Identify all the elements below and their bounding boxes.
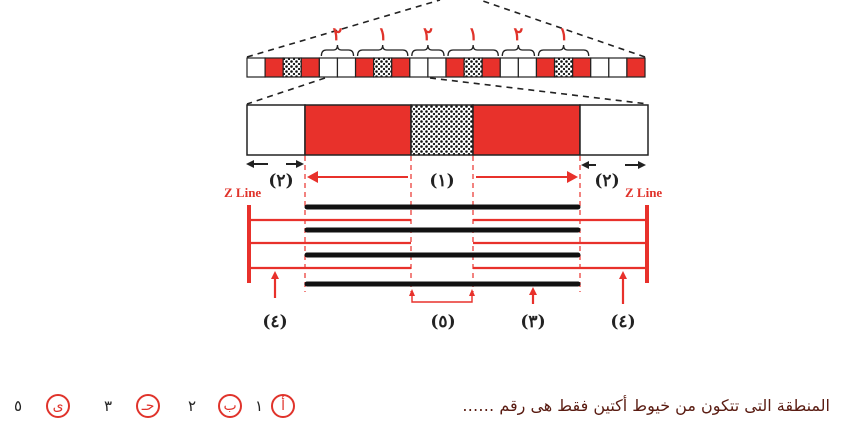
option-d[interactable]: ى ٥ (14, 394, 71, 418)
option-b[interactable]: ب ٢ (188, 394, 243, 418)
strip-brace (356, 44, 409, 57)
strip-brace-label: ١ (468, 24, 478, 45)
myofibril-strip (246, 57, 646, 78)
option-c-value: ٣ (104, 397, 113, 415)
a-band-right (472, 104, 581, 156)
strip-brace-label: ١ (558, 24, 569, 45)
strip-cell-white (590, 57, 610, 78)
strip-brace (411, 44, 445, 57)
i-band-left (246, 104, 306, 156)
strip-cell-red (572, 57, 592, 78)
label-thick-filament: (٣) (520, 312, 546, 332)
strip-cell-red (354, 57, 375, 78)
pointer-arrows (271, 271, 627, 304)
label-i-band-left: (٢) (268, 171, 294, 191)
strip-brace-label: ٢ (332, 24, 343, 45)
strip-cell-white (608, 57, 628, 78)
sarcomere-bar (246, 104, 649, 156)
option-c-letter: حـ (136, 394, 161, 418)
z-line-right-label: Z Line (625, 185, 663, 200)
strip-cell-red (264, 57, 284, 78)
strip-braces (320, 44, 590, 57)
strip-cell-red (535, 57, 556, 78)
strip-brace (447, 44, 499, 57)
option-b-letter: ب (218, 394, 243, 418)
strip-cell-white (246, 57, 266, 78)
strip-cell-dotted (373, 57, 393, 78)
strip-cell-red (300, 57, 320, 78)
strip-cell-dotted (553, 57, 574, 78)
h-zone (410, 104, 474, 156)
strip-cell-white (409, 57, 429, 78)
strip-brace (537, 44, 590, 57)
strip-cell-white (499, 57, 519, 78)
strip-brace-label: ٢ (423, 24, 433, 45)
strip-brace (320, 44, 355, 57)
option-c[interactable]: حـ ٣ (104, 394, 161, 418)
question-text: المنطقة التى تتكون من خيوط أكتين فقط هى … (462, 396, 830, 415)
z-line-left-label: Z Line (224, 185, 262, 200)
a-band-left (304, 104, 412, 156)
option-a-letter: أ (271, 394, 296, 418)
strip-cell-dotted (463, 57, 483, 78)
zoom-dashed-lines (246, 0, 649, 105)
option-b-value: ٢ (188, 397, 197, 415)
option-a[interactable]: أ ١ (255, 394, 296, 418)
strip-cell-dotted (282, 57, 302, 78)
thin-filaments (249, 218, 647, 270)
strip-cell-white (318, 57, 339, 78)
guide-dashed-lines (304, 156, 581, 292)
option-d-value: ٥ (14, 397, 23, 415)
thick-filaments (304, 204, 581, 287)
strip-brace-label: ٢ (513, 24, 524, 45)
label-h-band: (١) (429, 171, 455, 191)
strip-cell-red (445, 57, 465, 78)
strip-cell-red (481, 57, 501, 78)
strip-cell-white (336, 57, 357, 78)
label-h-zone: (٥) (430, 312, 456, 332)
i-band-right (579, 104, 649, 156)
strip-cell-red (626, 57, 646, 78)
label-i-band-right: (٢) (594, 171, 620, 191)
label-thin-filament-left: (٤) (262, 312, 288, 332)
strip-brace (501, 44, 536, 57)
option-a-value: ١ (255, 397, 264, 415)
strip-cell-red (391, 57, 411, 78)
label-thin-filament-right: (٤) (610, 312, 636, 332)
strip-cell-white (517, 57, 538, 78)
strip-brace-label: ١ (377, 24, 388, 45)
option-d-letter: ى (46, 394, 71, 418)
strip-cell-white (427, 57, 447, 78)
band-arrows (246, 160, 646, 183)
